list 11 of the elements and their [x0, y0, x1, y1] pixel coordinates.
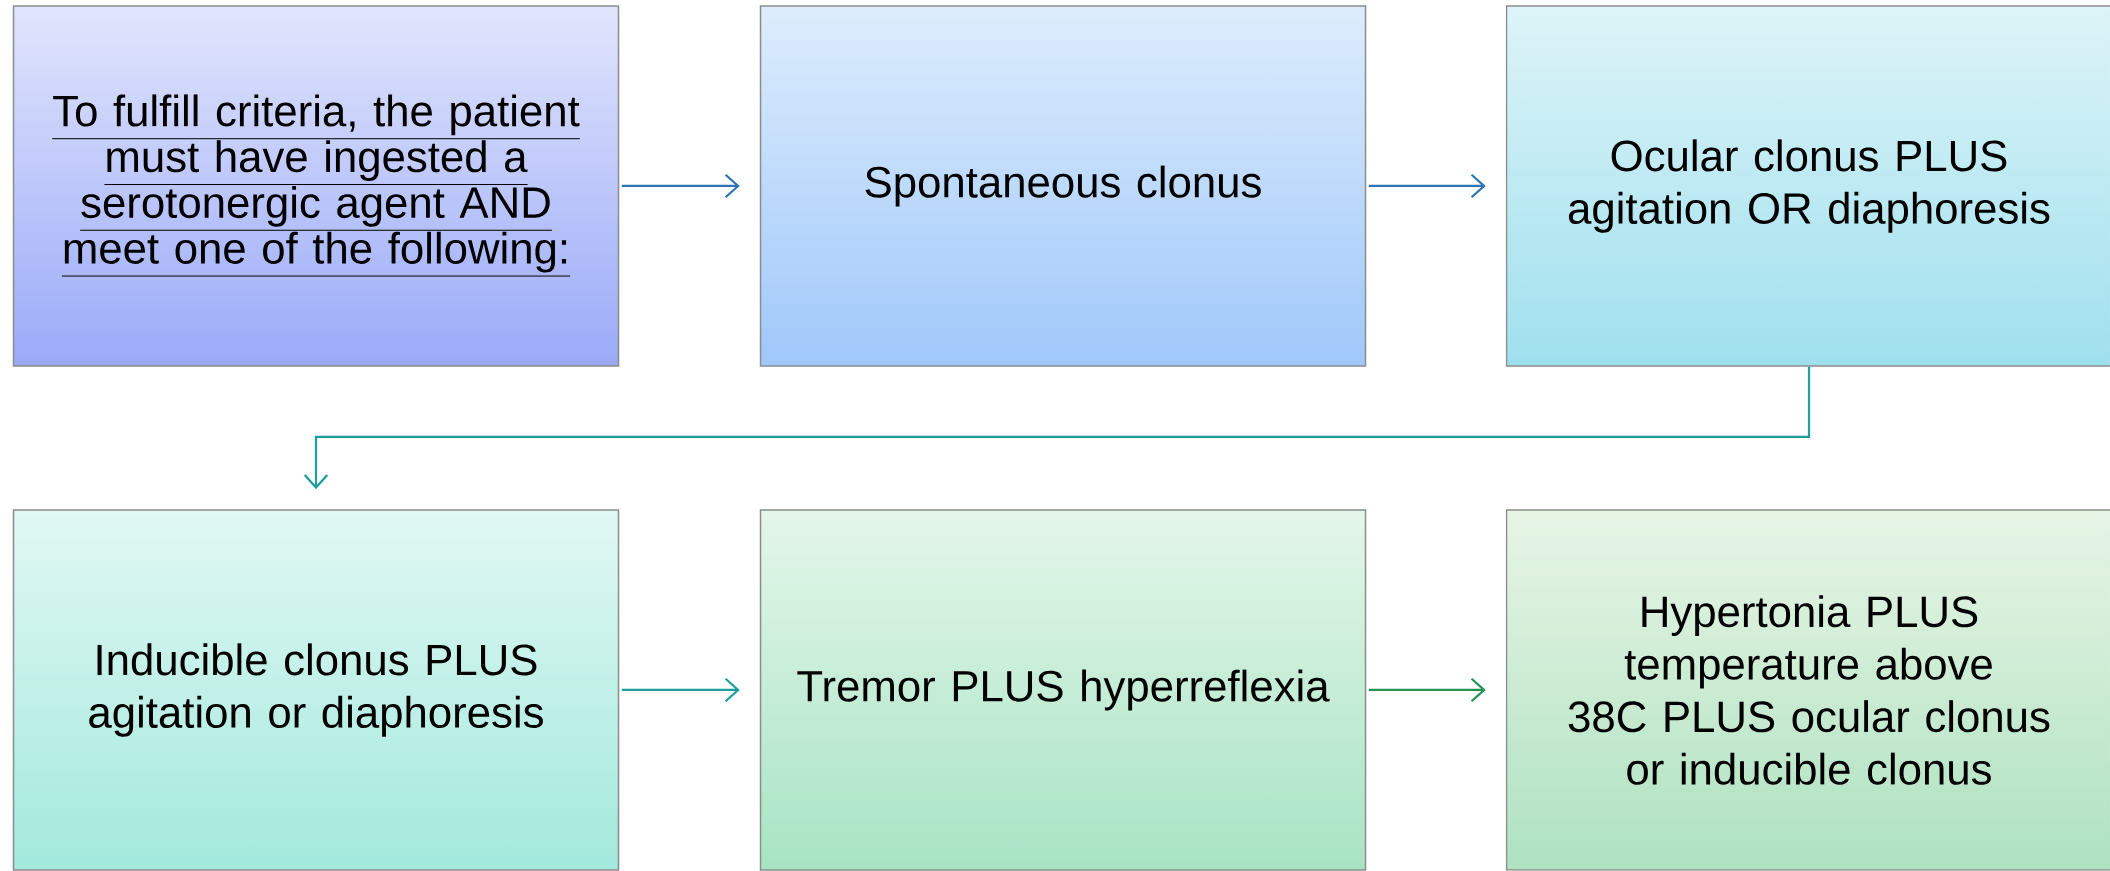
process-box: Ocular clonus PLUS agitation OR diaphoresis	[1505, 5, 2110, 367]
process-box: Tremor PLUS hyperreflexia	[759, 509, 1367, 871]
arrow	[1368, 173, 1486, 199]
process-box: To fulfill criteria, the patient must have ingested a serotonergic agent AND meet one of the following:	[12, 5, 620, 367]
process-box: Hypertonia PLUS temperature above 38C PLUS ocular clonus or inducible clonus	[1505, 509, 2110, 871]
arrow	[1368, 677, 1486, 703]
process-box: Spontaneous clonus	[759, 5, 1367, 367]
arrow	[303, 366, 1811, 490]
process-box: Inducible clonus PLUS agitation or diaphoresis	[12, 509, 620, 871]
arrow	[621, 173, 740, 199]
arrow	[621, 677, 740, 703]
